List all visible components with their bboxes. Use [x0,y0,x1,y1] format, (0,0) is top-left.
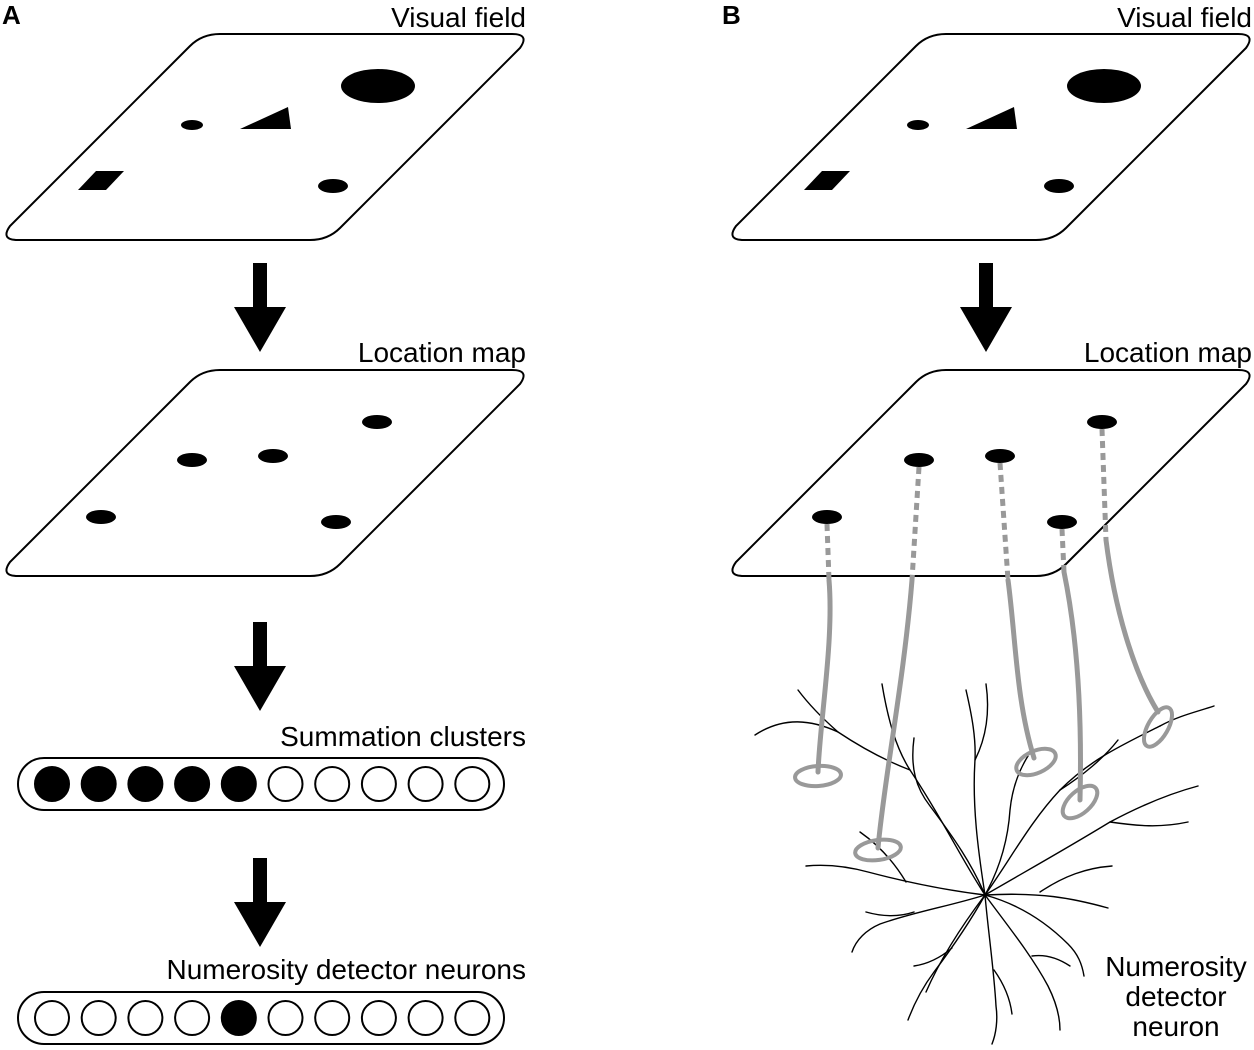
synaptic-bouton [793,763,843,789]
panel-a-letter: A [2,0,21,30]
summation-unit-active [220,766,257,802]
numerosity-unit-inactive [360,1000,397,1036]
summation-unit-inactive [454,766,491,802]
location-dot [1087,415,1117,429]
location-dot [985,449,1015,463]
summation-unit-active [34,766,70,802]
summation-unit-active [127,766,164,802]
location-dot [812,510,842,524]
medium-dot-object [318,179,348,193]
square-object [78,171,124,190]
location-dot [86,510,116,524]
numerosity-units [34,1000,491,1036]
medium-dot-object [1044,179,1074,193]
synaptic-bouton [1014,746,1058,778]
panel-b: B Visual field Location map [722,0,1252,1045]
neuron-label-line-1: Numerosity [1105,951,1247,982]
synaptic-bouton [1142,705,1174,749]
numerosity-unit-inactive [314,1000,351,1036]
arrow-down-icon [960,263,1012,352]
panel-a-summation-label: Summation clusters [280,721,526,752]
panel-a-numerosity-label: Numerosity detector neurons [166,954,526,985]
triangle-object [966,107,1017,129]
arrow-down-icon [234,263,286,352]
numerosity-detector-neuron-dendrites [754,683,1215,1045]
location-map-plane [5,369,525,577]
small-dot-object [907,120,929,130]
numerosity-unit-active [220,1000,257,1036]
numerosity-unit-inactive [80,1000,117,1036]
synaptic-bouton [1060,783,1100,821]
small-dot-object [181,120,203,130]
triangle-object [240,107,291,129]
large-ellipse-object [1067,69,1141,103]
panel-b-location-map-label: Location map [1084,337,1252,368]
panel-b-location-map-plane [731,369,1251,577]
panel-a-visual-field-label: Visual field [391,2,526,33]
visual-field-plane [731,33,1251,241]
panel-a: A Visual field Location map [2,0,526,1045]
numerosity-unit-inactive [407,1000,444,1036]
numerosity-unit-inactive [174,1000,211,1036]
location-dot [321,515,351,529]
summation-unit-inactive [314,766,351,802]
large-ellipse-object [341,69,415,103]
summation-unit-active [174,766,211,802]
neuron-label-line-2: detector [1125,981,1226,1012]
location-dot [362,415,392,429]
arrow-down-icon [234,858,286,947]
location-map-plane [731,369,1251,577]
synaptic-bouton [853,837,903,863]
panel-a-location-map-plane [5,369,525,577]
summation-unit-inactive [267,766,304,802]
square-object [804,171,850,190]
axon-projections [793,428,1174,863]
numerosity-unit-inactive [127,1000,164,1036]
location-dot [1047,515,1077,529]
panel-b-visual-field-label: Visual field [1117,2,1252,33]
location-dot [904,453,934,467]
panel-b-letter: B [722,0,741,30]
visual-field-plane [5,33,525,241]
arrow-down-icon [234,622,286,711]
numerosity-unit-inactive [454,1000,491,1036]
neuron-label-line-3: neuron [1132,1011,1219,1042]
panel-a-visual-field-plane [5,33,525,241]
summation-units [34,766,491,802]
summation-unit-active [80,766,117,802]
location-dot [258,449,288,463]
summation-unit-inactive [360,766,397,802]
panel-b-visual-field-plane [731,33,1251,241]
numerosity-unit-inactive [267,1000,304,1036]
location-dot [177,453,207,467]
summation-unit-inactive [407,766,444,802]
panel-a-location-map-label: Location map [358,337,526,368]
panel-b-neuron-label: Numerosity detector neuron [1105,951,1247,1042]
numerosity-unit-inactive [34,1000,70,1036]
